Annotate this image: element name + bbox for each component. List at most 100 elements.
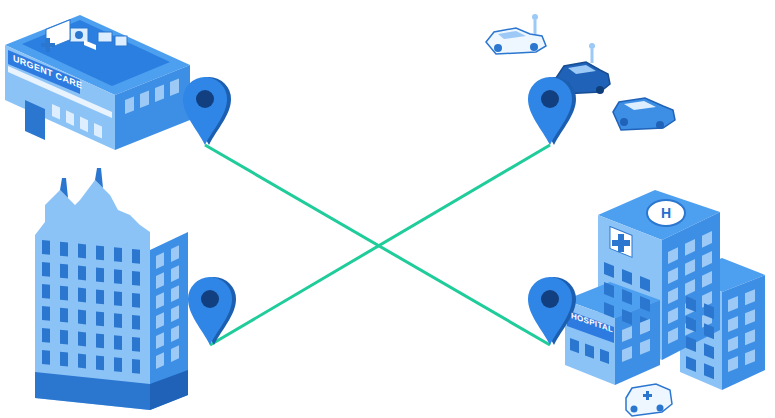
- window: [156, 292, 164, 309]
- window: [668, 247, 678, 264]
- hospital-building: [565, 190, 765, 416]
- window: [114, 291, 122, 306]
- window: [171, 345, 179, 362]
- window: [171, 265, 179, 282]
- window: [155, 84, 164, 102]
- building-node: URGENT CARE: [0, 0, 205, 145]
- window: [668, 267, 678, 284]
- window: [585, 343, 594, 358]
- window: [156, 272, 164, 289]
- window: [80, 117, 88, 133]
- window: [640, 319, 650, 335]
- window: [702, 251, 712, 268]
- window: [745, 329, 755, 345]
- window: [78, 310, 86, 325]
- window: [42, 306, 50, 321]
- window: [622, 289, 632, 305]
- window: [132, 337, 140, 352]
- map-pin: [183, 77, 231, 145]
- window: [156, 352, 164, 369]
- window: [78, 244, 86, 259]
- helipad-letter: H: [661, 206, 671, 220]
- window: [78, 266, 86, 281]
- window: [685, 279, 695, 296]
- window: [96, 311, 104, 326]
- window: [132, 271, 140, 286]
- window: [60, 286, 68, 301]
- window: [132, 315, 140, 330]
- window: [60, 308, 68, 323]
- window: [96, 355, 104, 370]
- pin-hole: [196, 90, 214, 108]
- window: [704, 323, 714, 339]
- pin-hole: [541, 290, 559, 308]
- window: [156, 312, 164, 329]
- window: [94, 123, 102, 139]
- window: [171, 305, 179, 322]
- window: [728, 336, 738, 352]
- window: [668, 287, 678, 304]
- window: [686, 316, 696, 332]
- window: [171, 245, 179, 262]
- window: [745, 309, 755, 325]
- window: [156, 252, 164, 269]
- window: [96, 245, 104, 260]
- window: [60, 242, 68, 257]
- window: [114, 269, 122, 284]
- window: [685, 239, 695, 256]
- window: [132, 293, 140, 308]
- window: [600, 349, 609, 364]
- window: [114, 313, 122, 328]
- window: [622, 326, 632, 342]
- window: [640, 296, 650, 312]
- window: [702, 271, 712, 288]
- window: [728, 316, 738, 332]
- window: [704, 343, 714, 359]
- window: [114, 247, 122, 262]
- window: [704, 303, 714, 319]
- apartment-building: [35, 168, 188, 410]
- window: [640, 276, 650, 292]
- window: [668, 307, 678, 324]
- window: [132, 359, 140, 374]
- window: [728, 356, 738, 372]
- window: [42, 284, 50, 299]
- window: [96, 289, 104, 304]
- window: [125, 96, 134, 114]
- window: [640, 339, 650, 355]
- map-pin: [528, 277, 576, 345]
- window: [702, 231, 712, 248]
- window: [52, 104, 60, 120]
- pin-hole: [541, 90, 559, 108]
- window: [668, 327, 678, 344]
- sign-text: HOSPITAL: [571, 312, 613, 335]
- window: [42, 262, 50, 277]
- window: [60, 330, 68, 345]
- window: [686, 336, 696, 352]
- window: [96, 333, 104, 348]
- window: [622, 309, 632, 325]
- window: [114, 335, 122, 350]
- map-pin: [188, 277, 236, 345]
- window: [60, 352, 68, 367]
- window: [114, 357, 122, 372]
- window: [745, 289, 755, 305]
- window: [42, 350, 50, 365]
- window: [686, 356, 696, 372]
- window: [132, 249, 140, 264]
- window: [570, 338, 579, 353]
- route-line: [205, 145, 550, 345]
- window: [96, 267, 104, 282]
- window: [622, 269, 632, 285]
- sign-text: URGENT CARE: [13, 54, 82, 91]
- window: [685, 259, 695, 276]
- window: [622, 346, 632, 362]
- window: [42, 328, 50, 343]
- window: [604, 262, 614, 278]
- window: [728, 296, 738, 312]
- window: [78, 354, 86, 369]
- pin-hole: [201, 290, 219, 308]
